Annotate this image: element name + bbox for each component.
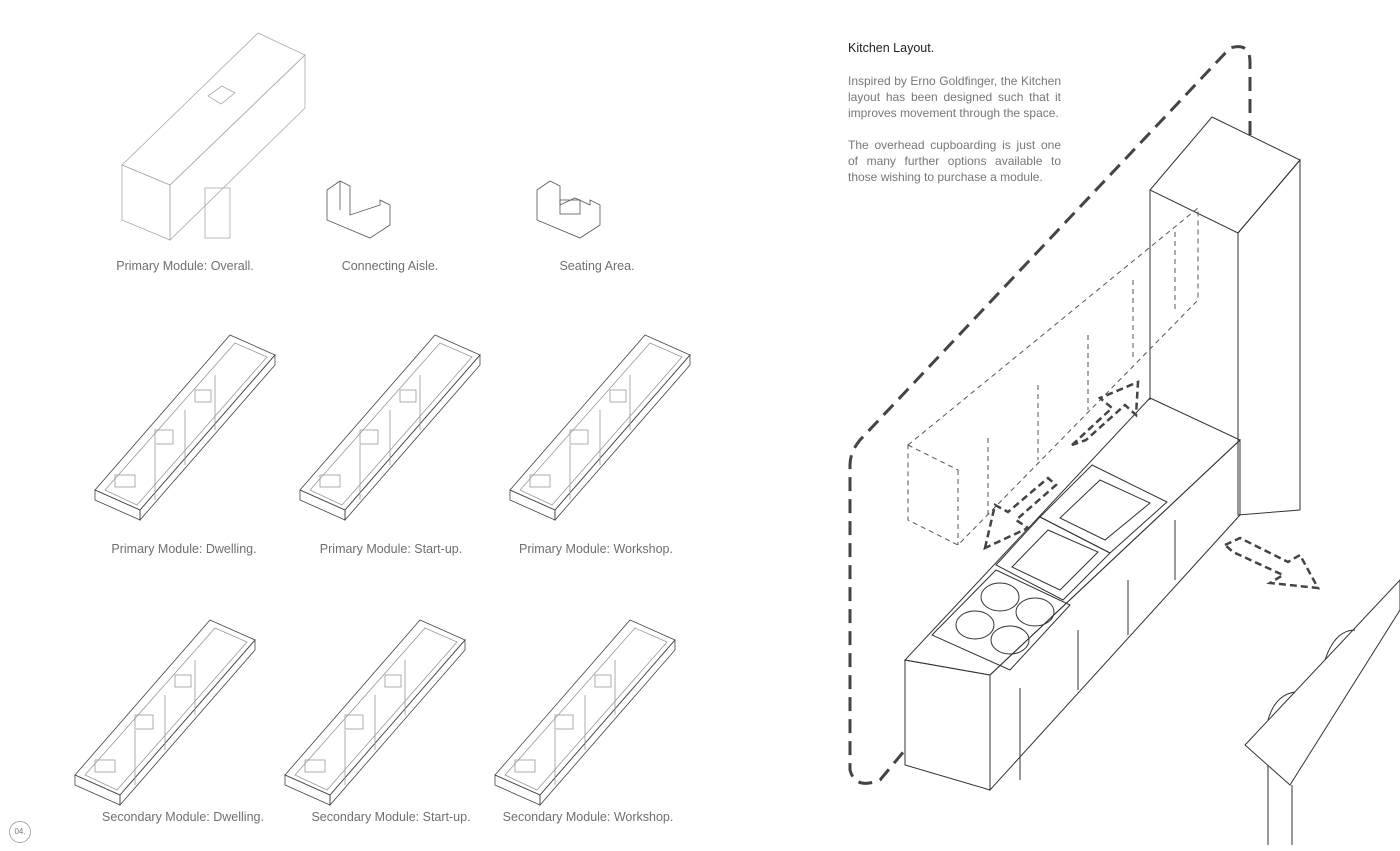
secondary-module-startup-drawing [284, 619, 466, 806]
movement-boundary-dashed [848, 45, 1252, 785]
secondary-module-dwelling-drawing [74, 619, 256, 806]
primary-module-overall-drawing [121, 32, 306, 241]
caption-primary-module-workshop: Primary Module: Workshop. [519, 542, 673, 556]
connecting-aisle-drawing [326, 180, 391, 239]
caption-primary-module-startup: Primary Module: Start-up. [319, 542, 463, 556]
caption-secondary-module-dwelling: Secondary Module: Dwelling. [102, 810, 264, 824]
movement-arrows [983, 380, 1321, 590]
caption-seating-area: Seating Area. [559, 259, 635, 273]
caption-primary-module-dwelling: Primary Module: Dwelling. [111, 542, 257, 556]
caption-secondary-module-startup: Secondary Module: Start-up. [311, 810, 471, 824]
primary-module-dwelling-drawing [94, 334, 276, 521]
caption-secondary-module-workshop: Secondary Module: Workshop. [502, 810, 674, 824]
page-number: 04. [9, 821, 31, 843]
primary-module-workshop-drawing [509, 334, 691, 521]
caption-primary-module-overall: Primary Module: Overall. [116, 259, 254, 273]
seating-area-drawing [536, 180, 601, 239]
secondary-module-workshop-drawing [494, 619, 676, 806]
kitchen-paragraph-2: The overhead cupboarding is just one of … [848, 138, 1061, 184]
kitchen-paragraph-1: Inspired by Erno Goldfinger, the Kitchen… [848, 74, 1061, 120]
caption-connecting-aisle: Connecting Aisle. [341, 259, 439, 273]
primary-module-startup-drawing [299, 334, 481, 521]
kitchen-isometric-drawing [848, 45, 1400, 845]
kitchen-layout-title: Kitchen Layout. [848, 41, 935, 55]
